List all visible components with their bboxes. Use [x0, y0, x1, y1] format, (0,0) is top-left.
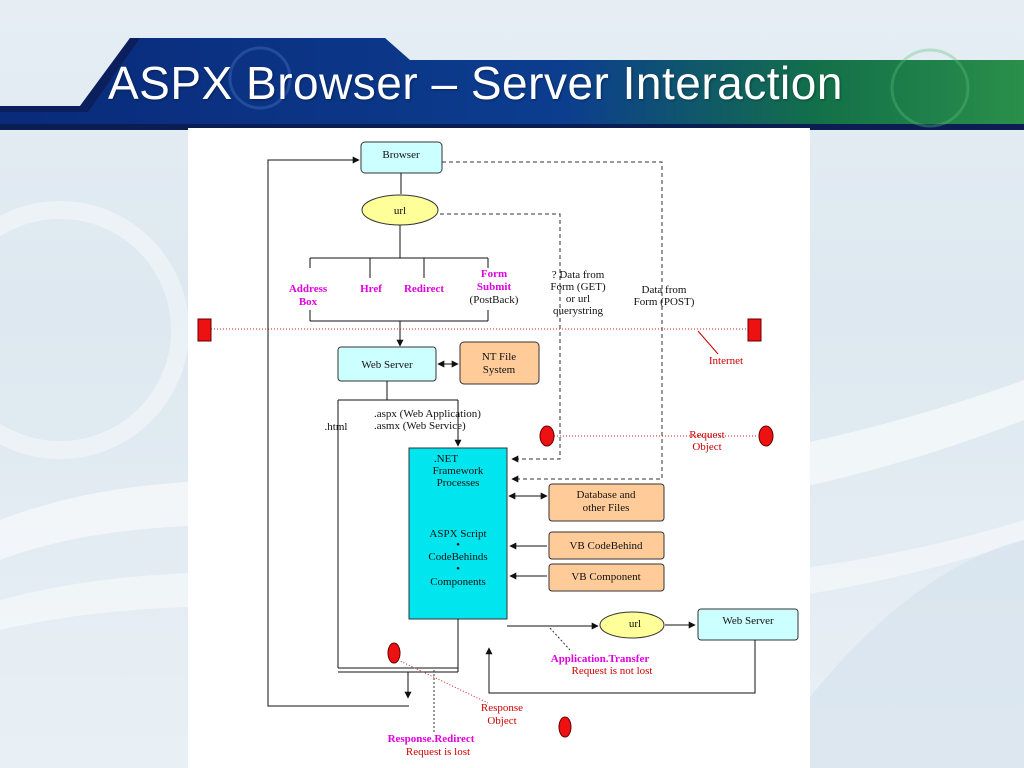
request-object-label-1: Request: [689, 429, 724, 441]
response-marker-bottom: [558, 716, 572, 738]
dotnet-content-2: •: [456, 539, 460, 551]
response-object-label-2: Object: [487, 715, 516, 727]
dotnet-content-3: CodeBehinds: [428, 551, 487, 563]
address-box-label-1: Address: [289, 283, 328, 295]
query-note-1: ? Data from: [552, 269, 605, 281]
database-label-2: other Files: [583, 502, 630, 514]
database-label-1: Database and: [577, 489, 636, 501]
request-not-lost-label: Request is not lost: [572, 665, 653, 677]
url-bottom-label: url: [629, 618, 641, 630]
diagram-panel: Browser url Address Box Href Redirect Fo…: [188, 128, 810, 768]
browser-box: Browser: [360, 141, 443, 174]
dotnet-content-1: ASPX Script: [429, 528, 486, 540]
request-marker-right: [758, 425, 774, 447]
dotnet-label-1: .NET: [434, 453, 458, 465]
postback-label: (PostBack): [470, 294, 519, 306]
web-server-label: Web Server: [361, 359, 413, 371]
slide-title: ASPX Browser – Server Interaction: [108, 57, 843, 109]
html-label: .html: [325, 421, 348, 433]
form-submit-label-2: Submit: [477, 281, 512, 293]
asmx-label: .asmx (Web Service): [374, 420, 466, 432]
internet-label: Internet: [709, 355, 743, 367]
url-ellipse-bottom: url: [599, 611, 665, 639]
web-server-box: Web Server: [337, 346, 437, 382]
request-object-label-2: Object: [692, 441, 721, 453]
request-lost-label: Request is lost: [406, 746, 470, 758]
vb-component-label: VB Component: [571, 571, 640, 583]
post-note-2: Form (POST): [634, 296, 695, 308]
web-server-2-label: Web Server: [722, 615, 774, 627]
interaction-diagram: Browser url Address Box Href Redirect Fo…: [197, 141, 799, 758]
url-ellipse-top: url: [361, 194, 439, 226]
url-top-label: url: [394, 205, 406, 217]
nt-file-system-label-1: NT File: [482, 351, 516, 363]
title-band: [0, 38, 1024, 130]
response-redirect-label: Response.Redirect: [388, 733, 475, 745]
vb-component-box: VB Component: [548, 563, 665, 592]
nt-file-system-label-2: System: [483, 364, 516, 376]
address-box-label-2: Box: [299, 296, 318, 308]
dotnet-label-2: Framework: [433, 465, 484, 477]
browser-label: Browser: [382, 149, 420, 161]
query-note-4: querystring: [553, 305, 604, 317]
dotnet-content-4: •: [456, 563, 460, 575]
href-label: Href: [360, 283, 382, 295]
database-box: Database and other Files: [548, 483, 665, 522]
request-marker-left: [539, 425, 555, 447]
response-object-label-1: Response: [481, 702, 523, 714]
internet-marker-right: [747, 318, 762, 342]
vb-codebehind-box: VB CodeBehind: [548, 531, 665, 560]
dotnet-content-5: Components: [430, 576, 486, 588]
web-server-2-box: Web Server: [697, 608, 799, 641]
dotnet-label-3: Processes: [437, 477, 480, 489]
app-transfer-label: Application.Transfer: [551, 653, 650, 665]
nt-file-system-box: NT File System: [459, 341, 540, 385]
query-note-3: or url: [566, 293, 590, 305]
post-note-1: Data from: [642, 284, 687, 296]
aspx-label: .aspx (Web Application): [374, 408, 481, 420]
internet-marker-left: [197, 318, 212, 342]
dotnet-framework-box: .NET Framework Processes ASPX Script • C…: [408, 447, 508, 620]
response-marker-top: [387, 642, 401, 664]
query-note-2: Form (GET): [550, 281, 606, 293]
vb-codebehind-label: VB CodeBehind: [569, 540, 643, 552]
redirect-label: Redirect: [404, 283, 444, 295]
form-submit-label-1: Form: [481, 268, 507, 280]
